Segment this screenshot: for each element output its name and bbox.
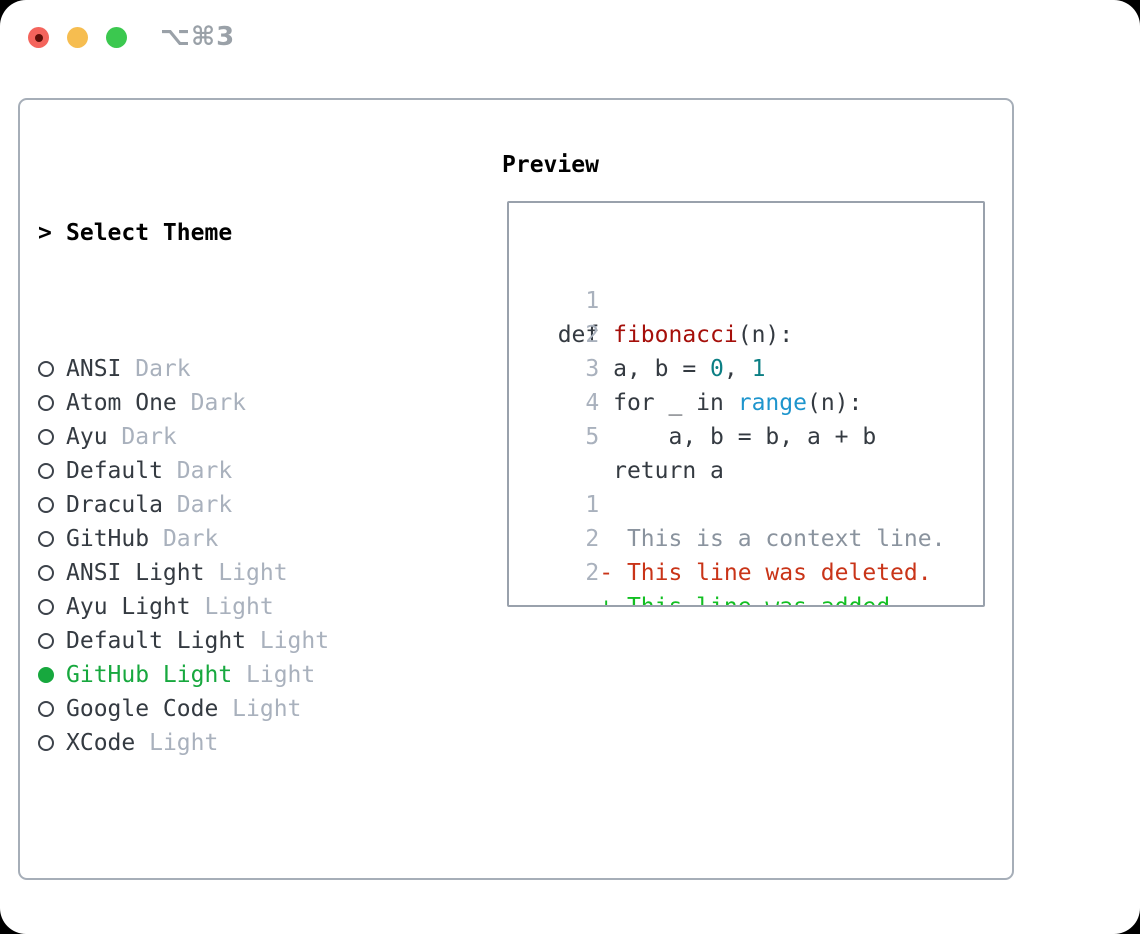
code-token: a, b = b, a + b xyxy=(557,424,877,450)
line-number: 5 xyxy=(585,424,600,450)
radio-icon xyxy=(38,599,66,615)
theme-variant: Dark xyxy=(190,390,247,416)
code-token: def xyxy=(557,322,614,348)
radio-icon xyxy=(38,395,66,411)
select-theme-heading-row: > Select Theme xyxy=(38,216,426,250)
theme-name: ANSI Light xyxy=(66,560,205,586)
code-token: for _ in xyxy=(557,390,738,416)
theme-name: Atom One xyxy=(66,390,177,416)
radio-icon xyxy=(38,633,66,649)
code-line: 2 + This line was added. xyxy=(530,522,945,605)
theme-item[interactable]: GitHub Dark xyxy=(38,522,426,556)
code-line: 1 def fibonacci(n): xyxy=(530,250,945,348)
theme-item[interactable]: Ayu Light Light xyxy=(38,590,426,624)
focus-caret-icon: > xyxy=(38,220,52,246)
code-line: 2 - This line was deleted. xyxy=(530,488,945,586)
line-number: 2 xyxy=(585,526,600,552)
theme-variant: Dark xyxy=(176,458,233,484)
radio-icon xyxy=(38,565,66,581)
theme-variant: Dark xyxy=(121,424,177,450)
theme-list: ANSI Dark Atom One Dark Ayu Dark Default… xyxy=(38,352,426,760)
code-line: 4 a, b = b, a + b xyxy=(530,352,945,450)
code-token: - This line was deleted. xyxy=(557,560,932,586)
code-token: return a xyxy=(557,458,724,484)
theme-variant: Light xyxy=(218,560,288,586)
line-number: 2 xyxy=(585,322,600,348)
radio-icon xyxy=(38,531,66,547)
theme-variant: Dark xyxy=(162,526,219,552)
theme-name: Google Code xyxy=(66,696,219,722)
theme-variant: Dark xyxy=(135,356,191,382)
title-bar: ⌥⌘3 xyxy=(0,0,1140,74)
theme-item[interactable]: Google Code Light xyxy=(38,692,426,726)
select-theme-heading: Select Theme xyxy=(66,220,233,246)
theme-item[interactable]: Dracula Dark xyxy=(38,488,426,522)
theme-variant: Light xyxy=(149,730,219,756)
radio-icon xyxy=(38,497,66,513)
code-token: 1 xyxy=(751,356,766,382)
theme-name: Default Light xyxy=(66,628,247,654)
line-number: 3 xyxy=(585,356,600,382)
code-token: a, b = xyxy=(557,356,711,382)
theme-selector: > Select Theme ANSI Dark Atom One Dark A… xyxy=(38,148,426,934)
theme-item[interactable]: Atom One Dark xyxy=(38,386,426,420)
theme-name: ANSI xyxy=(66,356,122,382)
radio-icon xyxy=(38,429,66,445)
theme-name: GitHub xyxy=(66,526,150,552)
code-token: + This line was added. xyxy=(557,594,904,607)
theme-variant: Light xyxy=(259,628,330,654)
theme-name: Ayu xyxy=(66,424,108,450)
theme-variant: Light xyxy=(246,662,316,688)
line-number: 2 xyxy=(585,560,600,586)
code-token: 0 xyxy=(710,356,724,382)
code-token: range xyxy=(737,390,807,416)
code-token: This is a context line. xyxy=(557,526,946,552)
theme-variant: Light xyxy=(232,696,302,722)
theme-variant: Light xyxy=(204,594,274,620)
theme-variant: Dark xyxy=(176,492,233,518)
preview-pane: 1 def fibonacci(n): 2 a, b = 0, 1 3 for … xyxy=(507,201,985,607)
zoom-button[interactable] xyxy=(106,27,127,48)
radio-icon xyxy=(38,463,66,479)
record-dot-icon xyxy=(34,33,43,42)
preview-lines: 1 def fibonacci(n): 2 a, b = 0, 1 3 for … xyxy=(530,250,946,605)
preview-heading: Preview xyxy=(502,152,599,178)
code-token: (n): xyxy=(806,390,863,416)
theme-item[interactable]: ANSI Dark xyxy=(38,352,426,386)
line-number: 4 xyxy=(585,390,600,416)
code-token: fibonacci xyxy=(613,322,738,348)
theme-item[interactable]: XCode Light xyxy=(38,726,426,760)
theme-name: Default xyxy=(66,458,163,484)
theme-item[interactable]: Ayu Dark xyxy=(38,420,426,454)
code-token: (n): xyxy=(737,322,794,348)
theme-dialog: > Select Theme ANSI Dark Atom One Dark A… xyxy=(18,98,1014,880)
theme-item[interactable]: Default Light Light xyxy=(38,624,426,658)
theme-item[interactable]: Default Dark xyxy=(38,454,426,488)
theme-item[interactable]: ANSI Light Light xyxy=(38,556,426,590)
code-line: 5 return a xyxy=(530,386,945,484)
theme-name: Dracula xyxy=(66,492,163,518)
window-title: ⌥⌘3 xyxy=(160,22,236,52)
close-button[interactable] xyxy=(28,27,49,48)
radio-icon xyxy=(38,667,66,683)
code-line: 1 This is a context line. xyxy=(530,454,945,552)
theme-name: XCode xyxy=(66,730,136,756)
theme-item[interactable]: GitHub Light Light xyxy=(38,658,426,692)
minimize-button[interactable] xyxy=(67,27,88,48)
code-line: 3 for _ in range(n): xyxy=(530,318,945,416)
code-line: 2 a, b = 0, 1 xyxy=(530,284,945,382)
line-number: 1 xyxy=(585,492,600,518)
code-token: , xyxy=(723,356,752,382)
radio-icon xyxy=(38,361,66,377)
line-number: 1 xyxy=(585,288,600,314)
spacer xyxy=(38,862,426,896)
theme-name: Ayu Light xyxy=(66,594,191,620)
radio-icon xyxy=(38,701,66,717)
radio-icon xyxy=(38,735,66,751)
theme-name: GitHub Light xyxy=(66,662,233,688)
